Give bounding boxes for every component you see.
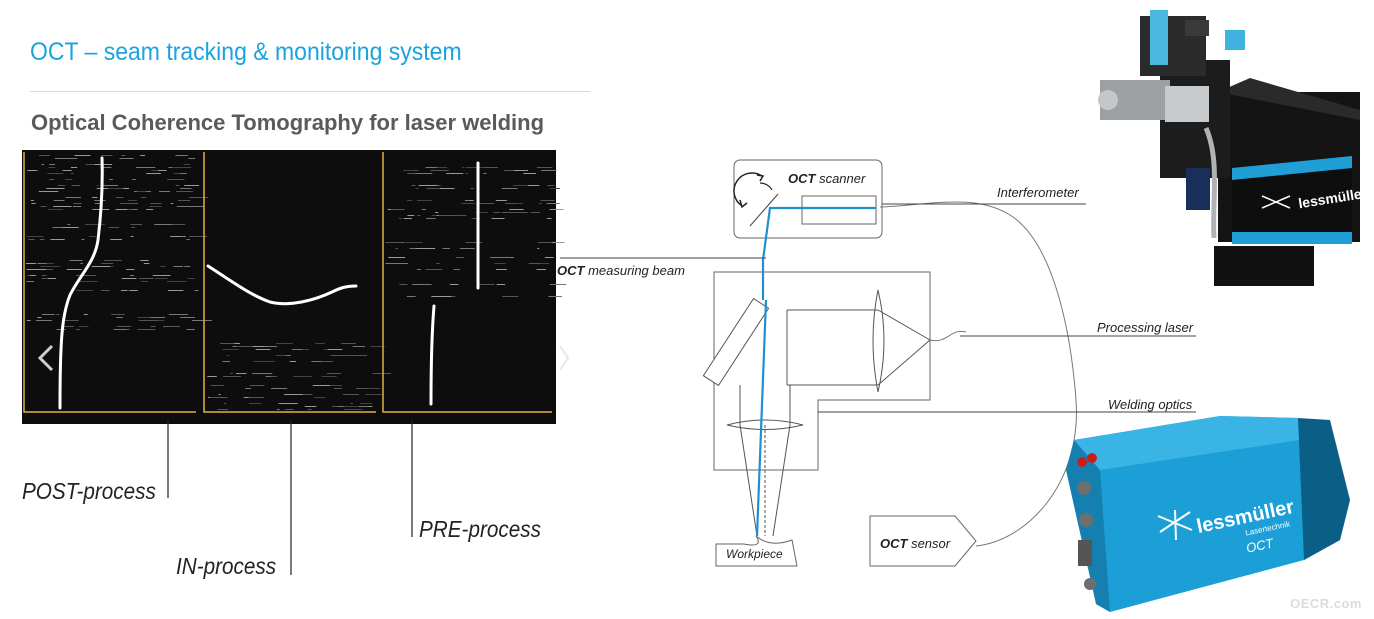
- in-process-label: IN-process: [176, 553, 277, 579]
- welding-optics-label: Welding optics: [1108, 397, 1193, 412]
- scan-nav-arrows[interactable]: [37, 344, 570, 372]
- measuring-beam-label: OCT measuring beam: [557, 263, 685, 278]
- oct-scanner-label: OCT scanner: [788, 171, 866, 186]
- scan-seam-traces: [58, 156, 480, 410]
- scanner-inner-box: [801, 195, 877, 225]
- pre-process-label: PRE-process: [419, 516, 541, 542]
- next-arrow-icon[interactable]: [559, 345, 570, 371]
- oct-scan-panel: [22, 150, 570, 424]
- page-subtitle: Optical Coherence Tomography for laser w…: [31, 110, 545, 135]
- optics-diagram: [702, 159, 1077, 567]
- workpiece-label: Workpiece: [726, 547, 783, 561]
- diagram-leader-lines: [560, 203, 1196, 413]
- page-title: OCT – seam tracking & monitoring system: [30, 38, 462, 66]
- oct-sensor-box: [869, 515, 977, 567]
- watermark-text: OECR.com: [1290, 596, 1362, 611]
- oct-measuring-beam: [755, 206, 876, 537]
- oct-sensor-device: [1066, 416, 1350, 612]
- prev-arrow-icon[interactable]: [37, 344, 54, 372]
- processing-laser-label: Processing laser: [1097, 320, 1194, 335]
- welding-optics-body: [713, 271, 931, 471]
- oct-sensor-label: OCT sensor: [880, 536, 951, 551]
- interferometer-label: Interferometer: [997, 185, 1079, 200]
- scan-frames: [23, 152, 552, 413]
- title-divider: [30, 91, 590, 92]
- workpiece-shape: [715, 535, 798, 567]
- welding-head-device: [1098, 10, 1360, 286]
- scan-callout-lines: [167, 420, 413, 575]
- post-process-label: POST-process: [22, 478, 156, 504]
